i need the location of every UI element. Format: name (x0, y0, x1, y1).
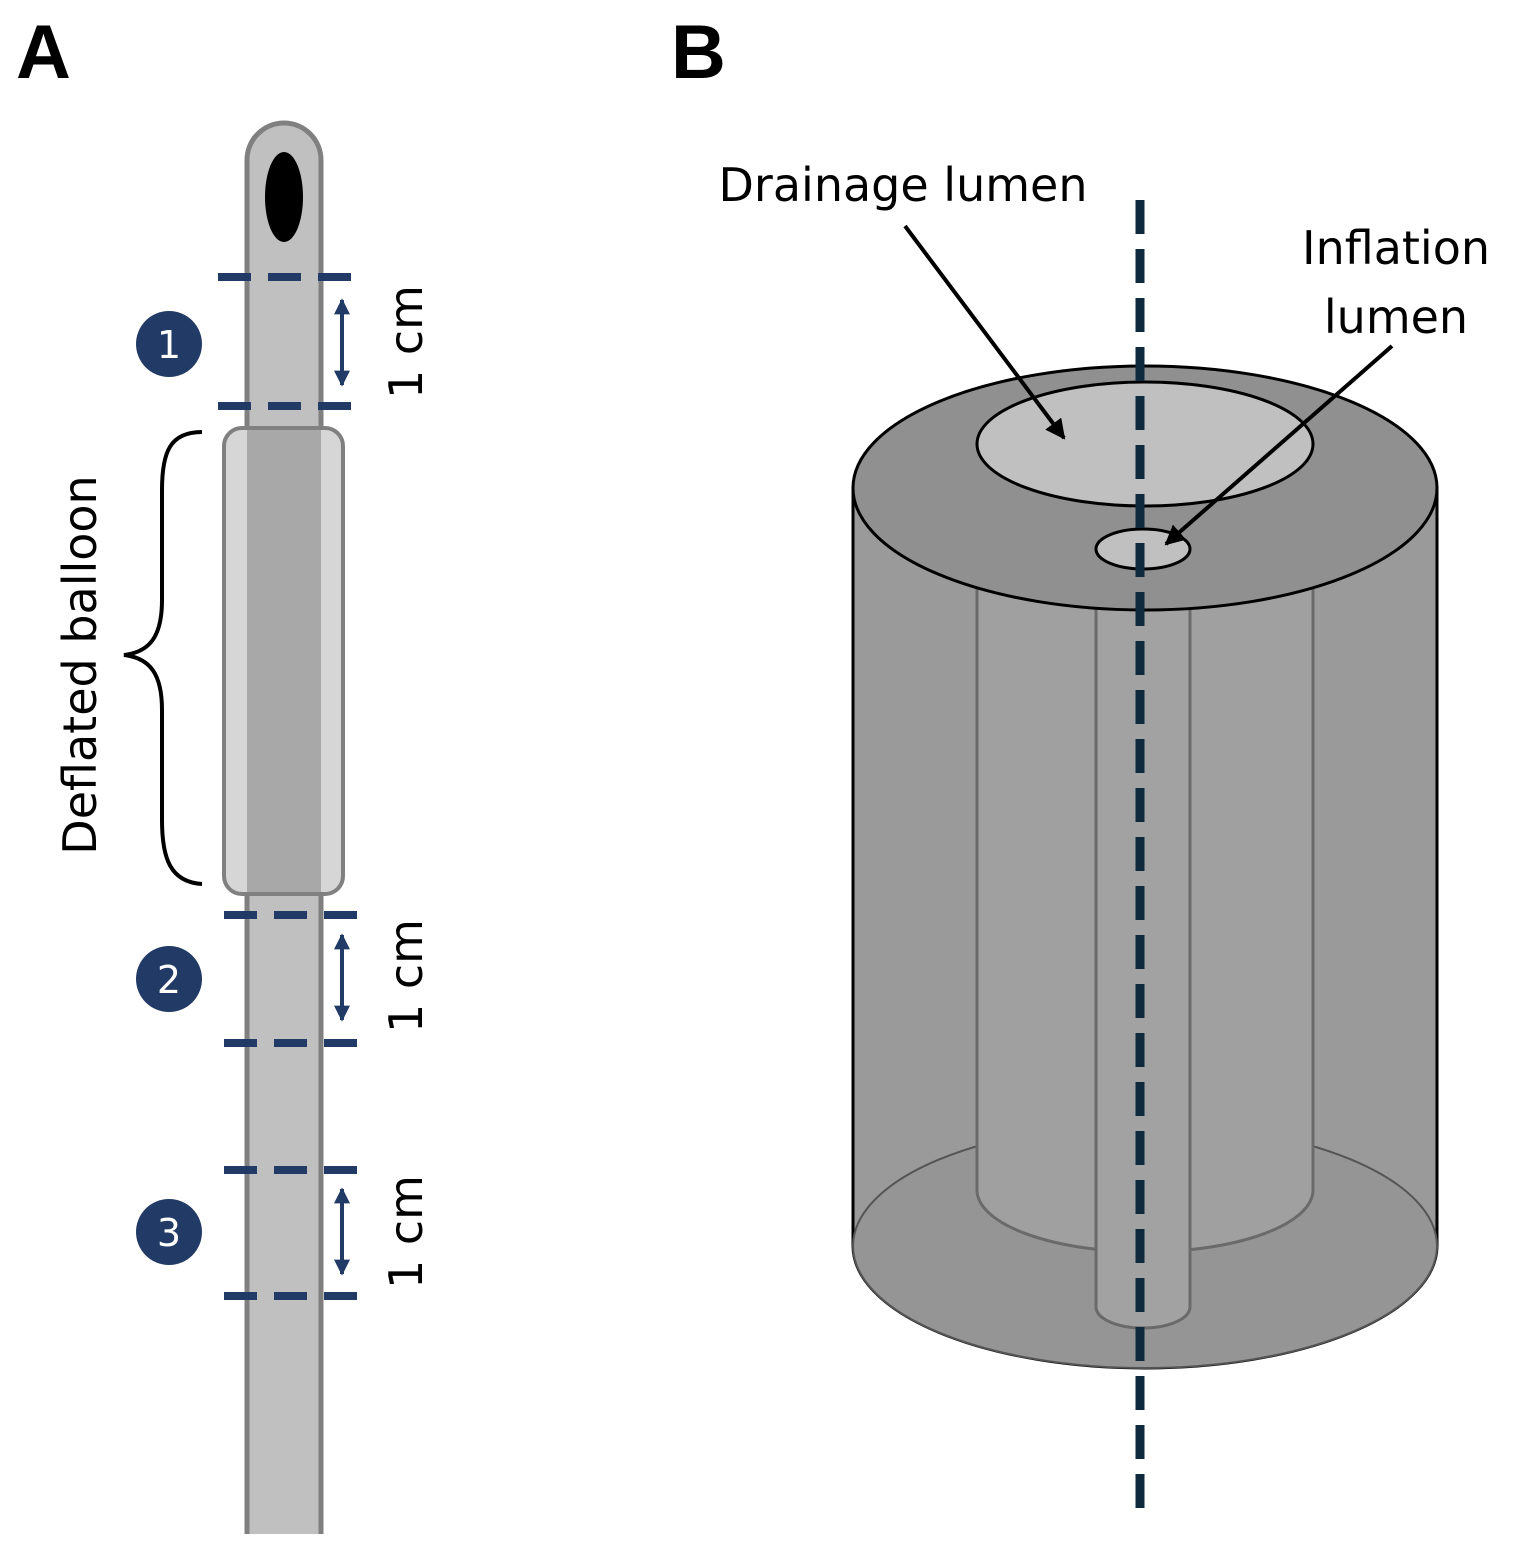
panel-a-letter: A (16, 10, 71, 95)
balloon-core (247, 430, 321, 892)
segment-3-length-label: 1 cm (379, 1175, 433, 1289)
segment-2-number: 2 (157, 958, 181, 1002)
segment-2-length-label: 1 cm (379, 919, 433, 1033)
segment-3-badge (136, 1199, 202, 1265)
drainage-lumen-opening (975, 380, 1315, 508)
inflation-lumen-label-line1: Inflation (1302, 221, 1490, 275)
segment-3-number: 3 (157, 1211, 181, 1255)
segment-1-length-label: 1 cm (379, 285, 433, 399)
drainage-eye (265, 152, 303, 242)
drainage-lumen-label: Drainage lumen (719, 158, 1088, 212)
inflation-lumen-pointer (1164, 344, 1394, 546)
panel-b-letter: B (671, 10, 726, 95)
drainage-lumen-pointer (903, 224, 1066, 440)
balloon-brace (123, 430, 203, 886)
segment-boundaries (218, 273, 358, 1300)
lumen-cross-section: Drainage lumen Inflation lumen (719, 158, 1490, 1520)
segment-1-number: 1 (157, 323, 181, 367)
catheter-diagram: 1 2 3 1 cm 1 cm 1 cm Deflated balloon (53, 120, 433, 1534)
inflation-lumen-label-line2: lumen (1324, 290, 1468, 344)
segment-2-badge (136, 946, 202, 1012)
segment-1-badge (136, 311, 202, 377)
balloon-label: Deflated balloon (53, 475, 107, 854)
